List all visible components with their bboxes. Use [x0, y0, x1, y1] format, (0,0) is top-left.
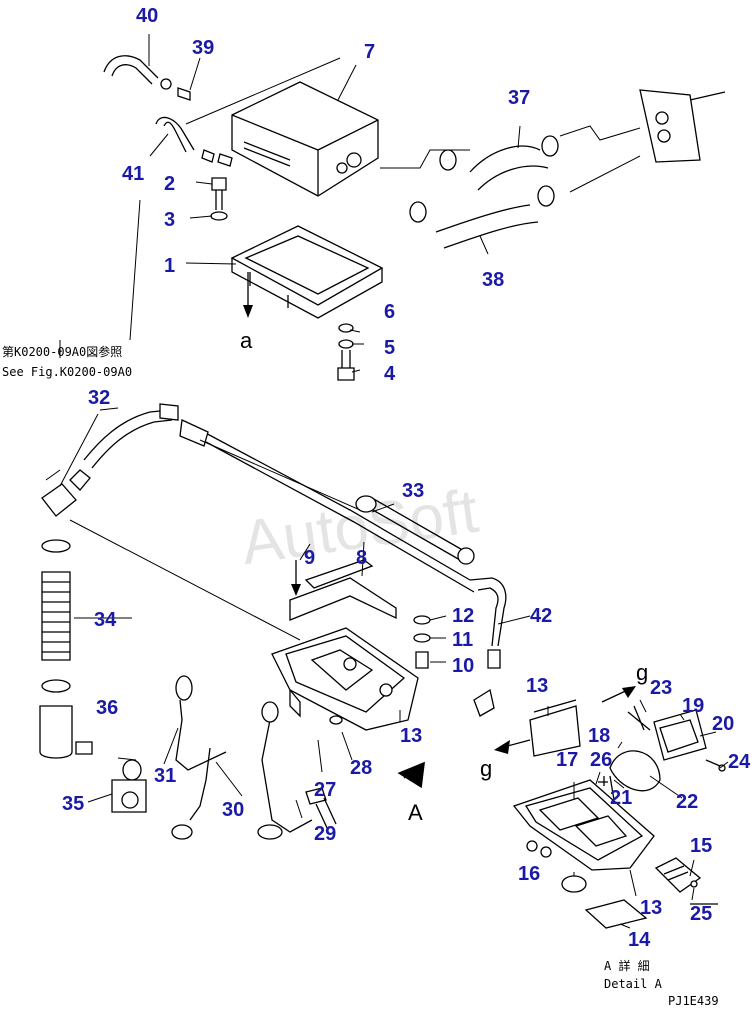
- callout-28: 28: [350, 757, 372, 779]
- callout-22: 22: [676, 791, 698, 813]
- callout-21: 21: [610, 787, 632, 809]
- label-detail-en: Detail A: [604, 977, 663, 991]
- callout-30: 30: [222, 799, 244, 821]
- callout-7: 7: [364, 41, 375, 63]
- reference-labels: a 第K0200-09A0図参照 See Fig.K0200-09A0 g A …: [2, 328, 719, 1008]
- callout-24: 24: [728, 751, 751, 773]
- callout-16: 16: [518, 863, 540, 885]
- callout-40: 40: [136, 5, 158, 27]
- callout-2: 2: [164, 173, 175, 195]
- callout-13-main: 13: [400, 725, 422, 747]
- callout-13-plate: 13: [526, 675, 548, 697]
- upper-assembly: [103, 34, 726, 381]
- callout-23: 23: [650, 677, 672, 699]
- middle-assembly: [39, 340, 531, 840]
- callout-8: 8: [356, 547, 367, 569]
- callout-26: 26: [590, 749, 612, 771]
- callout-31: 31: [154, 765, 176, 787]
- label-detail-jp: A 詳 細: [604, 958, 650, 973]
- callout-12: 12: [452, 605, 474, 627]
- label-g-top: g: [636, 660, 648, 685]
- callout-37: 37: [508, 87, 530, 109]
- callout-5: 5: [384, 337, 395, 359]
- callout-32: 32: [88, 387, 110, 409]
- detail-a-assembly: [494, 686, 729, 929]
- callout-11: 11: [452, 629, 473, 651]
- callout-25: 25: [690, 903, 712, 925]
- callout-18: 18: [588, 725, 610, 747]
- callout-27: 27: [314, 779, 336, 801]
- callout-19: 19: [682, 695, 704, 717]
- callout-14: 14: [628, 929, 651, 951]
- callout-10: 10: [452, 655, 474, 677]
- callout-39: 39: [192, 37, 214, 59]
- label-see-fig-en: See Fig.K0200-09A0: [2, 365, 132, 379]
- label-see-fig-jp: 第K0200-09A0図参照: [2, 344, 122, 359]
- label-a: a: [240, 328, 253, 353]
- callout-41: 41: [122, 163, 144, 185]
- callout-9: 9: [304, 547, 315, 569]
- label-arrow-a: A: [408, 800, 423, 825]
- callout-1: 1: [164, 255, 175, 277]
- callout-42: 42: [530, 605, 552, 627]
- callout-3: 3: [164, 209, 175, 231]
- callout-6: 6: [384, 301, 395, 323]
- callout-20: 20: [712, 713, 734, 735]
- callout-29: 29: [314, 823, 336, 845]
- callout-4: 4: [384, 363, 396, 385]
- callout-34: 34: [94, 609, 117, 631]
- callout-36: 36: [96, 697, 118, 719]
- callouts: 40 39 7 41 2 3 1 37 38 6 5 4 32 33 9 8 3…: [62, 5, 751, 951]
- callout-33: 33: [402, 480, 424, 502]
- callout-15: 15: [690, 835, 712, 857]
- label-drawing-code: PJ1E439: [668, 994, 719, 1008]
- callout-35: 35: [62, 793, 84, 815]
- callout-17: 17: [556, 749, 578, 771]
- callout-13-detail: 13: [640, 897, 662, 919]
- callout-38: 38: [482, 269, 504, 291]
- label-g-left: g: [480, 756, 492, 781]
